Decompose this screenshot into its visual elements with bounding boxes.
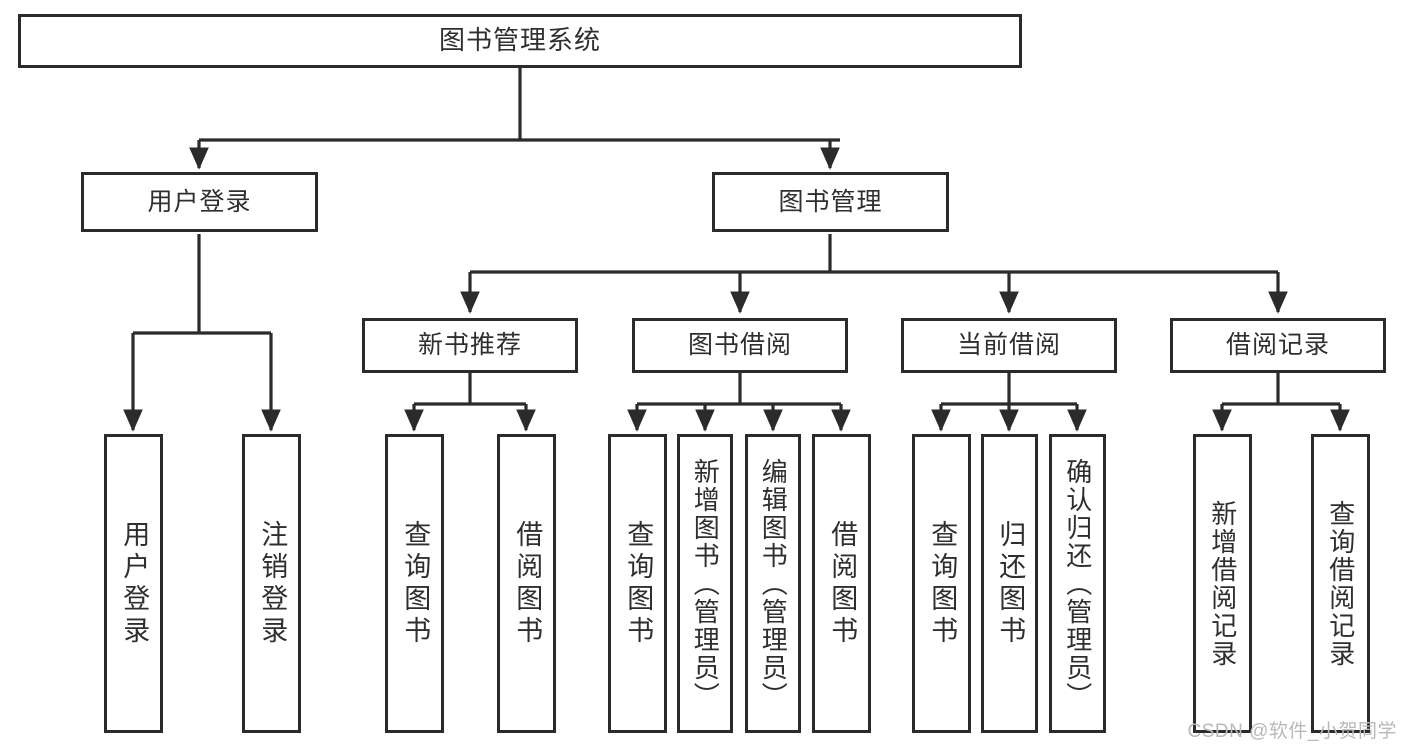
node-label: 用户登录	[119, 519, 150, 648]
node-label: 新增图书（管理员）	[690, 457, 721, 710]
leaf-user-login-signout[interactable]: 注销登录	[242, 434, 301, 733]
node-label: 图书管理系统	[438, 25, 601, 56]
node-label: 图书借阅	[687, 331, 792, 360]
leaf-current-borrow-confirm-admin[interactable]: 确认归还（管理员）	[1049, 434, 1106, 733]
node-user-login[interactable]: 用户登录	[81, 172, 318, 232]
node-label: 图书管理	[778, 187, 883, 216]
node-label: 借阅记录	[1225, 331, 1330, 360]
node-new-book-recommend[interactable]: 新书推荐	[362, 318, 578, 373]
leaf-book-borrow-edit-admin[interactable]: 编辑图书（管理员）	[745, 434, 801, 733]
leaf-book-borrow-lend[interactable]: 借阅图书	[812, 434, 871, 733]
leaf-current-borrow-query[interactable]: 查询图书	[912, 434, 971, 733]
node-label: 查询图书	[927, 519, 958, 648]
node-label: 新书推荐	[417, 331, 522, 360]
node-label: 借阅图书	[827, 519, 858, 648]
node-label: 用户登录	[147, 187, 252, 216]
node-label: 归还图书	[995, 519, 1026, 648]
node-current-borrow[interactable]: 当前借阅	[901, 318, 1117, 373]
node-borrow-record[interactable]: 借阅记录	[1170, 318, 1386, 373]
node-label: 编辑图书（管理员）	[758, 457, 789, 710]
leaf-book-borrow-query[interactable]: 查询图书	[608, 434, 667, 733]
node-label: 查询借阅记录	[1325, 499, 1356, 668]
leaf-borrow-record-add[interactable]: 新增借阅记录	[1193, 434, 1252, 733]
node-book-management[interactable]: 图书管理	[712, 172, 949, 232]
node-label: 当前借阅	[956, 331, 1061, 360]
leaf-book-borrow-add-admin[interactable]: 新增图书（管理员）	[677, 434, 733, 733]
node-label: 查询图书	[623, 519, 654, 648]
node-root-library-system[interactable]: 图书管理系统	[18, 14, 1022, 68]
leaf-new-book-query[interactable]: 查询图书	[385, 434, 444, 733]
node-label: 借阅图书	[512, 519, 543, 648]
node-label: 查询图书	[400, 519, 431, 648]
node-label: 确认归还（管理员）	[1062, 457, 1093, 710]
leaf-user-login-signin[interactable]: 用户登录	[104, 434, 163, 733]
node-label: 新增借阅记录	[1207, 499, 1238, 668]
leaf-current-borrow-return[interactable]: 归还图书	[981, 434, 1038, 733]
node-book-borrow[interactable]: 图书借阅	[632, 318, 848, 373]
leaf-new-book-borrow[interactable]: 借阅图书	[497, 434, 556, 733]
leaf-borrow-record-query[interactable]: 查询借阅记录	[1311, 434, 1370, 733]
node-label: 注销登录	[257, 519, 288, 648]
